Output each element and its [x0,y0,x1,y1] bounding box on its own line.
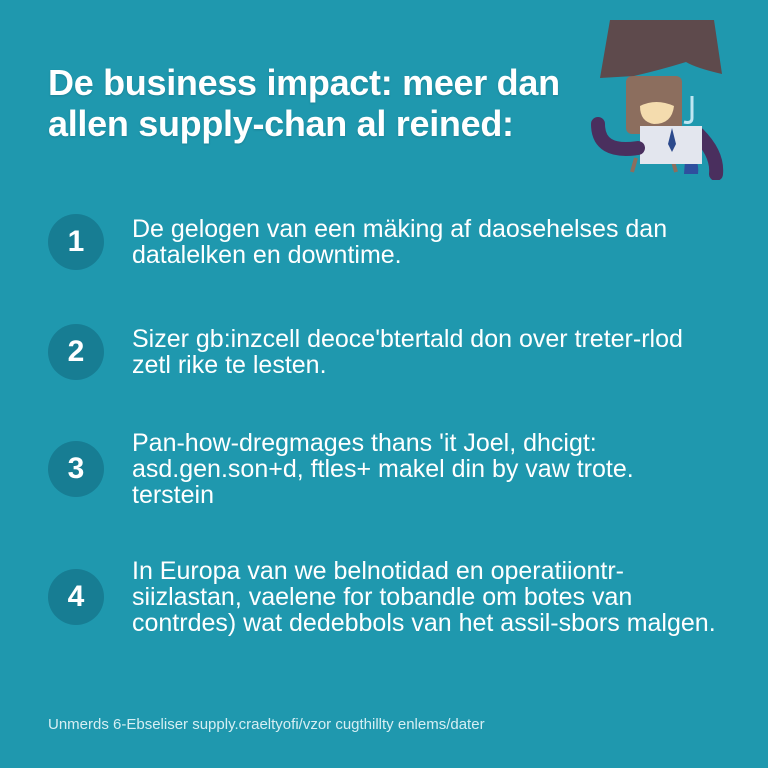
number-badge: 1 [48,214,104,270]
item-text: De gelogen van een mäking af daosehelses… [132,215,668,269]
item-text: Pan-how-dregmages thans 'it Joel, dhcigt… [132,429,634,509]
businessman-mascot-icon [588,14,738,181]
list-item: 1 De gelogen van een mäking af daosehels… [48,214,722,270]
list-item: 4 In Europa van we belnotidad en operati… [48,558,722,636]
item-text: Sizer gb:inzcell deoce'btertald don over… [132,325,683,379]
list-item: 3 Pan-how-dregmages thans 'it Joel, dhci… [48,430,722,508]
list-item: 2 Sizer gb:inzcell deoce'btertald don ov… [48,324,722,380]
item-text: In Europa van we belnotidad en operatiio… [132,557,716,637]
number-badge: 4 [48,569,104,625]
number-badge: 2 [48,324,104,380]
page-title: De business impact: meer dan allen suppl… [48,62,560,144]
footer-note: Unmerds 6-Ebseliser supply.craeltyofi/vz… [48,716,485,733]
number-badge: 3 [48,441,104,497]
